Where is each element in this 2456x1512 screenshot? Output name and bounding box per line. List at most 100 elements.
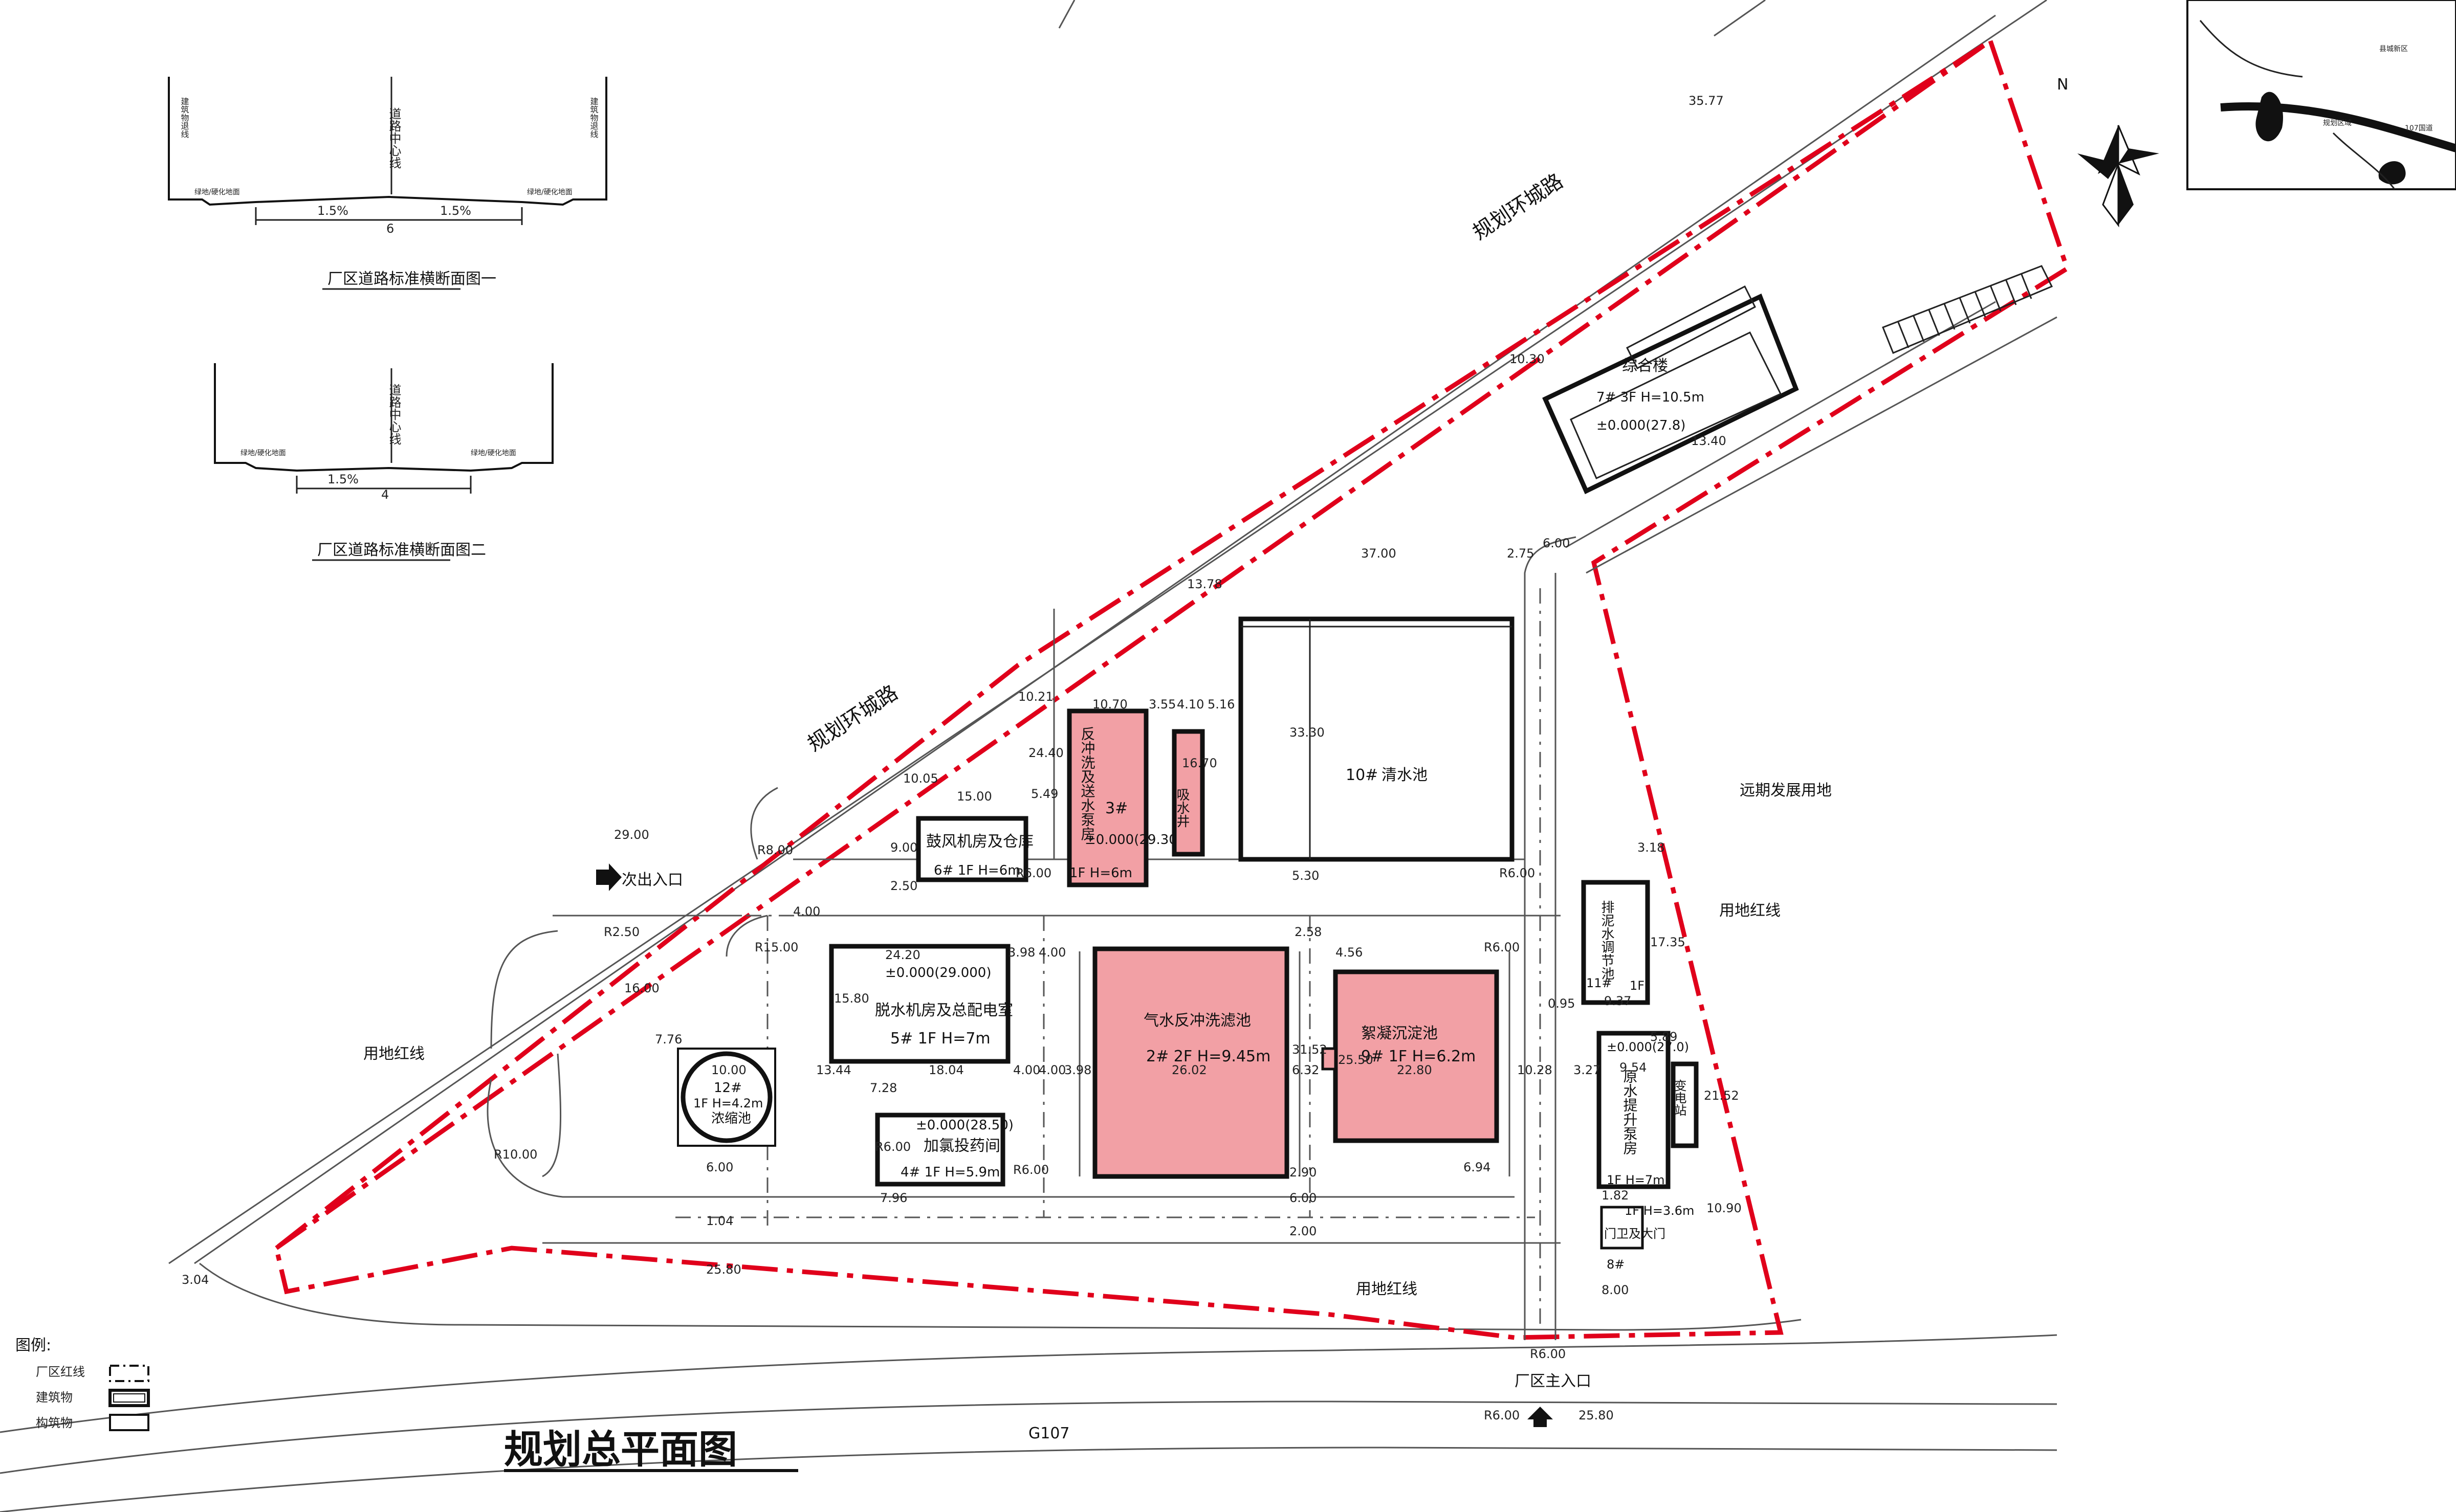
sludge-tag: 11# <box>1586 976 1612 990</box>
dim-355: 3.55 <box>1149 697 1176 711</box>
dim-318: 3.18 <box>1637 840 1664 855</box>
legend-item-red-line: 厂区红线 <box>36 1365 85 1379</box>
ring-road-label-2: 规划环城路 <box>803 681 902 757</box>
dim-095: 0.95 <box>1548 996 1575 1011</box>
dim-1344: 13.44 <box>816 1063 851 1077</box>
building-pump-house: 反冲洗及送水泵房 3# ±0.000(29.300) 1F H=6m <box>1067 708 1191 887</box>
sludge-extra: 1F <box>1630 979 1644 993</box>
dim-200: 7.96 <box>880 1191 907 1205</box>
filter-name: 气水反冲洗滤池 <box>1144 1012 1251 1030</box>
secondary-gate-label: 次出入口 <box>622 871 683 889</box>
dim-694: 2.90 <box>1289 1165 1317 1180</box>
main-gate-arrow <box>1527 1407 1553 1427</box>
road-section-2: 1.5% 4 道路中心线 绿地/硬化地面 绿地/硬化地面 厂区道路标准横断面图二 <box>214 363 554 561</box>
dim-r6-c: R6.00 <box>1499 866 1535 880</box>
gate-extra: 1F H=3.6m <box>1625 1204 1694 1218</box>
internal-roads <box>487 301 2057 1340</box>
dim-530: 5.30 <box>1292 869 1319 883</box>
office-tag: 7# 3F H=10.5m <box>1596 390 1704 405</box>
chlor-name: 加氯投药间 <box>924 1137 1000 1155</box>
building-suction-well: 吸水井 <box>1172 729 1205 857</box>
dim-182: 10.90 <box>1706 1201 1742 1215</box>
dim-r6-d: R6.00 <box>1013 1163 1049 1177</box>
dim-2440: 24.40 <box>1028 746 1064 760</box>
sedimentation-tag: 9# 1F H=6.2m <box>1361 1048 1476 1065</box>
dim-1500: 15.00 <box>957 789 992 804</box>
building-sludge-tank: 排泥水调节池 11# 1F <box>1581 880 1650 1005</box>
section-2-center: 道路中心线 <box>387 384 401 445</box>
location-inset: 县城新区 规划区域 107国道 <box>2186 0 2456 190</box>
ring-road-label-1: 规划环城路 <box>1468 169 1567 245</box>
building-chlorination: ±0.000(28.50) 加氯投药间 4# 1F H=5.9m <box>875 1113 1014 1187</box>
dim-r6-b: R6.00 <box>1484 940 1520 954</box>
legend: 图例: 厂区红线 建筑物 构筑物 <box>15 1337 150 1431</box>
section-1-edge-l: 建筑物退线 <box>180 97 189 138</box>
pump-house-tag: 3# <box>1105 799 1128 817</box>
section-1-center: 道路中心线 <box>387 107 401 169</box>
chlor-tag: 4# 1F H=5.9m <box>901 1165 1000 1180</box>
red-line-label-3: 用地红线 <box>1356 1280 1417 1298</box>
dimension-labels: 35.77 37.00 2.75 6.00 10.30 13.40 13.78 … <box>182 94 1742 1422</box>
dim-3330: 33.30 <box>1289 725 1325 740</box>
pump-house-extra: 1F H=6m <box>1069 865 1132 881</box>
dim-600-a: 6.00 <box>1543 536 1570 550</box>
substation-name: 变电站 <box>1672 1079 1686 1116</box>
dim-1021: 10.21 <box>1018 690 1054 704</box>
dim-1804: 18.04 <box>929 1063 964 1077</box>
dim-37: 37.00 <box>1361 546 1396 561</box>
red-line-label-2: 用地红线 <box>363 1045 425 1063</box>
pump-house-name: 反冲洗及送水泵房 <box>1079 726 1096 841</box>
dim-516: 5.16 <box>1208 697 1235 711</box>
blower-name: 鼓风机房及仓库 <box>926 833 1034 851</box>
dim-2152: 21.52 <box>1704 1088 1739 1103</box>
thickener-extra: 1F H=4.2m <box>693 1096 763 1110</box>
dim-1090: 8.00 <box>1602 1283 1629 1297</box>
gate-tag: 8# <box>1607 1257 1625 1272</box>
ring-road <box>168 0 2047 1264</box>
dim-1340: 13.40 <box>1691 434 1726 448</box>
building-filter: 气水反冲洗滤池 2# 2F H=9.45m 26.02 <box>1092 946 1289 1179</box>
main-gate-label: 厂区主入口 <box>1515 1372 1591 1390</box>
dim-r10: R10.00 <box>494 1147 537 1162</box>
plan-title-block: 规划总平面图 <box>504 1427 798 1472</box>
dim-1580: 15.80 <box>834 991 869 1006</box>
dim-400-b: 4.00 <box>1039 945 1066 960</box>
dim-2550: 25.50 <box>1338 1053 1373 1067</box>
red-line-north <box>275 39 1992 1250</box>
inset-label-2: 规划区域 <box>2323 119 2352 127</box>
dim-728: 7.28 <box>870 1081 897 1095</box>
dim-2420: 24.20 <box>885 948 920 962</box>
dim-456: 4.56 <box>1335 945 1363 960</box>
clear-water-name: 清水池 <box>1382 766 1428 784</box>
building-dewatering: ±0.000(29.000) 脱水机房及总配电室 5# 1F H=7m <box>829 944 1013 1064</box>
section-1-caption: 厂区道路标准横断面图一 <box>327 270 496 288</box>
dim-796: 6.00 <box>706 1160 733 1174</box>
raw-pump-tag: 1F H=7m <box>1607 1173 1665 1187</box>
dim-1670: 16.70 <box>1182 756 1217 770</box>
section-1-surface-l: 绿地/硬化地面 <box>194 188 240 196</box>
building-office: 综合楼 7# 3F H=10.5m ±0.000(27.8) <box>1542 285 1799 495</box>
dim-1378: 13.78 <box>1187 577 1222 591</box>
dim-r8: R8.00 <box>757 843 793 857</box>
dim-400-c: 4.00 <box>1013 1063 1040 1077</box>
dim-r6-f: R6.00 <box>1484 1408 1520 1422</box>
dim-410: 4.10 <box>1177 697 1204 711</box>
blower-tag: 6# 1F H=6m <box>934 863 1021 878</box>
dim-304: 1.82 <box>1602 1188 1629 1203</box>
dim-1000: R6.00 <box>875 1140 911 1154</box>
section-2-surface-r: 绿地/硬化地面 <box>471 449 516 457</box>
dim-800: R6.00 <box>1530 1347 1566 1361</box>
raw-pump-name: 原水提升泵房 <box>1621 1069 1638 1155</box>
dim-937: 9.37 <box>1604 994 1631 1008</box>
thickener-name: 浓缩池 <box>711 1111 751 1126</box>
sedimentation-name: 絮凝沉淀池 <box>1361 1025 1438 1042</box>
filter-tag: 2# 2F H=9.45m <box>1146 1048 1270 1065</box>
dim-290: 6.00 <box>1289 1191 1317 1205</box>
dim-1028: 10.28 <box>1517 1063 1552 1077</box>
section-1-surface-r: 绿地/硬化地面 <box>527 188 573 196</box>
dim-1735: 17.35 <box>1650 935 1685 949</box>
dim-r6-g: 25.80 <box>1578 1408 1614 1422</box>
section-2-caption: 厂区道路标准横断面图二 <box>317 541 486 559</box>
building-sedimentation: 絮凝沉淀池 9# 1F H=6.2m 22.80 <box>1321 969 1499 1143</box>
